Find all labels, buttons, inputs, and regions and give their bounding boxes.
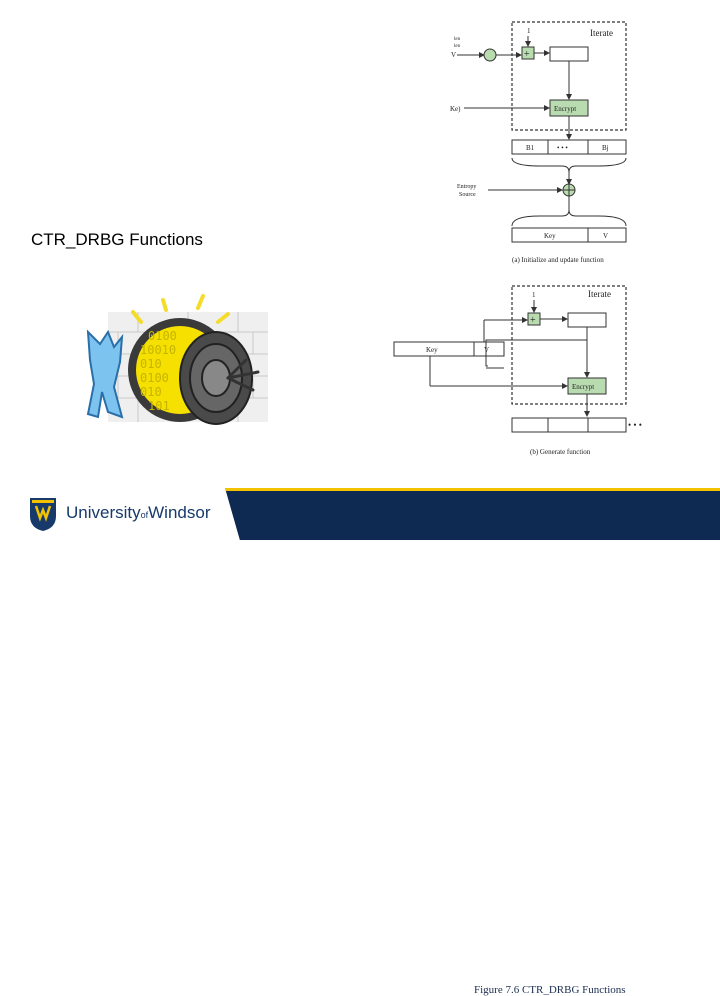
svg-text:len: len [454,37,461,42]
svg-text:0100: 0100 [148,329,177,343]
iterate-box-a [511,21,627,131]
vault-handle [226,358,260,392]
vault-clipart: 0100 10010 010 0100 010 101 [86,294,268,425]
svg-text:Key: Key [426,346,438,354]
university-name: UniversityofWindsor [66,503,211,523]
selector-circle-a [483,48,497,62]
caption-b: (b) Generate function [530,448,591,456]
svg-text:1: 1 [532,291,536,299]
university-crest-icon [30,498,56,531]
svg-text:Key: Key [544,232,556,240]
footer-bar: UniversityofWindsor Figure 7.6 CTR_DRBG … [0,488,720,996]
svg-text:+: + [524,49,530,60]
v-register-a [549,46,589,62]
svg-text:1: 1 [527,27,531,35]
svg-text:Ke): Ke) [450,105,461,113]
svg-text:0100: 0100 [140,371,169,385]
svg-text:• • •: • • • [557,144,568,152]
svg-text:010: 010 [140,357,162,371]
figure-caption: Figure 7.6 CTR_DRBG Functions [474,984,626,996]
diagram-a: Iterate 1 + len len V Ke) Encrypt B1 • •… [450,21,627,264]
university-name-of: of [140,510,149,520]
svg-text:Bj: Bj [602,144,609,152]
ctr-drbg-diagram: Iterate 1 + len len V Ke) Encrypt B1 • •… [393,21,642,456]
footer-blue-band [225,488,720,540]
v-register-b [567,312,607,328]
svg-text:10010: 10010 [140,343,176,357]
svg-text:010: 010 [140,385,162,399]
binary-digits: 0100 10010 010 0100 010 101 [140,329,177,413]
footer-logo-area: UniversityofWindsor [0,488,240,540]
university-name-prefix: University [66,503,141,522]
svg-text:V: V [484,346,489,354]
svg-text:Source: Source [459,192,476,198]
svg-text:Entropy: Entropy [457,184,476,190]
svg-text:• • •: • • • [628,420,642,430]
svg-text:+: + [530,315,536,326]
diagram-b: Iterate 1 + Key V Encrypt • • • (b) Gene… [393,285,642,456]
slide-title: CTR_DRBG Functions [31,230,203,249]
svg-text:Iterate: Iterate [590,28,613,38]
key-v-register-a [511,227,627,243]
svg-text:Encrypt: Encrypt [554,105,576,113]
svg-text:B1: B1 [526,144,535,152]
svg-text:101: 101 [148,399,170,413]
university-name-suffix: Windsor [148,503,211,522]
caption-a: (a) Initialize and update function [512,256,604,264]
iterate-box-b [511,285,627,405]
key-v-register-b [393,341,505,357]
svg-text:V: V [603,232,608,240]
output-blocks-a [511,139,627,155]
svg-text:Iterate: Iterate [588,289,611,299]
svg-text:Encrypt: Encrypt [572,383,594,391]
svg-text:V: V [451,51,456,59]
output-blocks-b [511,417,627,433]
blue-figure [86,329,124,419]
svg-text:len: len [454,44,461,49]
